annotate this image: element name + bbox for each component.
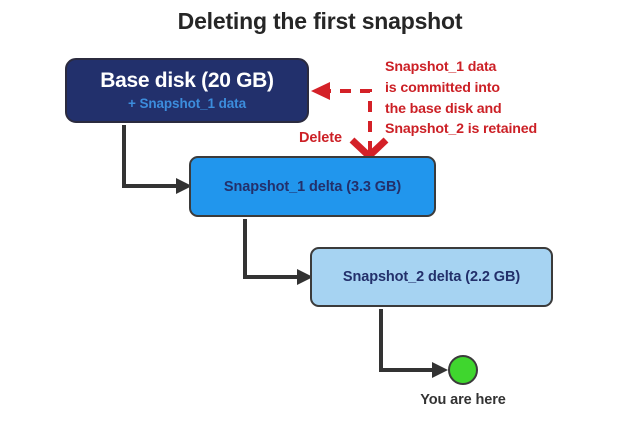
annotation-line: the base disk and	[385, 100, 502, 117]
annotation-line: is committed into	[385, 79, 500, 96]
node-snapshot-2-delta[interactable]: Snapshot_2 delta (2.2 GB)	[310, 247, 553, 307]
page-title: Deleting the first snapshot	[177, 8, 463, 34]
annotation-line: Snapshot_1 data	[385, 59, 497, 75]
connector-snapshot1-to-snapshot2	[243, 219, 313, 285]
connector-snapshot2-to-dot	[379, 309, 448, 378]
node-snapshot-1-delta[interactable]: Snapshot_1 delta (3.3 GB)	[189, 156, 436, 217]
snapshot-2-label: Snapshot_2 delta (2.2 GB)	[342, 269, 521, 285]
base-disk-title: Base disk (20 GB)	[100, 69, 274, 93]
node-base-disk[interactable]: Base disk (20 GB) + Snapshot_1 data	[65, 58, 309, 123]
commit-annotation-text: Snapshot_1 data is committed into the ba…	[385, 57, 635, 140]
connector-base-to-snapshot1	[122, 125, 192, 194]
current-position-dot-icon	[448, 355, 478, 385]
base-disk-subtitle: + Snapshot_1 data	[128, 95, 246, 111]
snapshot-1-label: Snapshot_1 delta (3.3 GB)	[223, 178, 402, 195]
annotation-line: Snapshot_2 is retained	[385, 121, 538, 138]
you-are-here-label: You are here	[420, 392, 506, 408]
delete-label: Delete	[299, 130, 342, 146]
